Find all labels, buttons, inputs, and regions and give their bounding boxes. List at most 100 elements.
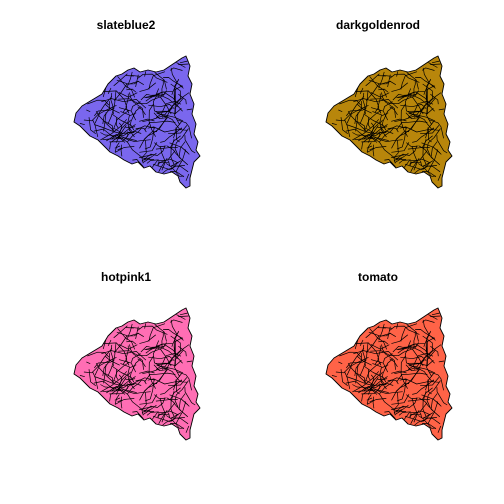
district-boundary [331, 375, 337, 378]
district-boundary [400, 71, 418, 90]
district-boundary [340, 369, 348, 386]
district-boundary [430, 345, 439, 357]
district-boundary [184, 135, 196, 154]
district-boundary [393, 397, 418, 414]
panel-title: hotpink1 [101, 270, 151, 284]
district-boundary [406, 394, 418, 400]
district-boundary [366, 397, 373, 401]
district-boundary [415, 329, 435, 339]
choropleth-map [73, 55, 201, 189]
district-boundary [409, 410, 431, 417]
district-boundary [365, 325, 380, 339]
district-boundary [178, 315, 189, 317]
district-boundary [175, 401, 187, 424]
district-boundary [111, 114, 130, 140]
district-boundary [409, 359, 425, 365]
district-boundary [163, 329, 183, 339]
district-boundary [425, 331, 435, 364]
district-boundary [420, 377, 440, 387]
district-boundary [102, 87, 107, 98]
district-boundary [396, 94, 424, 115]
district-boundary [403, 402, 428, 420]
map-panel-4: tomato [252, 252, 504, 504]
district-boundary [125, 345, 130, 366]
district-boundary [428, 373, 434, 395]
district-boundary [101, 98, 147, 109]
district-boundary [179, 60, 188, 64]
district-boundary [331, 123, 337, 126]
district-boundary [438, 108, 445, 111]
district-boundary [176, 121, 182, 143]
district-boundary [141, 140, 147, 164]
district-boundary [186, 360, 193, 363]
district-boundary [431, 60, 440, 64]
district-boundary [400, 104, 408, 137]
district-boundary [398, 411, 411, 416]
district-boundary [143, 404, 157, 413]
district-boundary [368, 369, 371, 381]
district-boundary [384, 159, 396, 168]
district-boundary [118, 350, 139, 356]
district-boundary [174, 85, 183, 91]
district-boundary [430, 315, 441, 317]
district-boundary [430, 393, 441, 418]
district-boundary [391, 118, 407, 122]
district-boundary [356, 373, 366, 384]
district-boundary [125, 93, 130, 114]
district-boundary [170, 67, 184, 89]
district-boundary [387, 127, 399, 133]
district-boundary [116, 79, 144, 85]
district-boundary [113, 362, 129, 382]
district-boundary [115, 125, 127, 143]
district-boundaries [331, 60, 448, 181]
district-boundary [101, 350, 147, 361]
district-boundary [155, 147, 178, 150]
district-boundary [396, 120, 428, 131]
district-boundary [399, 126, 434, 133]
district-boundary [143, 152, 157, 161]
district-boundary [398, 88, 412, 99]
district-boundary [174, 102, 181, 125]
district-boundary [356, 121, 366, 132]
district-boundary [168, 412, 171, 419]
district-boundary [430, 63, 441, 65]
district-boundary [160, 127, 183, 143]
district-boundary [141, 392, 147, 416]
district-boundary [153, 91, 179, 104]
district-boundary [152, 93, 166, 118]
district-boundary [135, 379, 147, 385]
district-boundary [421, 67, 435, 71]
district-boundary [420, 160, 423, 167]
district-boundary [365, 362, 381, 382]
district-boundary [107, 339, 112, 346]
district-boundary [185, 173, 190, 181]
choropleth-map [325, 55, 453, 189]
district-boundary [176, 62, 186, 68]
district-boundaries [79, 60, 196, 181]
district-boundary [169, 171, 185, 178]
district-boundary [365, 110, 381, 130]
district-boundary [406, 142, 418, 148]
district-boundary [170, 335, 181, 359]
district-boundary [153, 359, 173, 372]
district-boundary [382, 327, 392, 329]
district-boundary [381, 344, 396, 370]
district-boundary [137, 90, 167, 105]
district-boundary [363, 113, 387, 131]
district-boundary [178, 393, 189, 418]
district-boundary [407, 147, 430, 150]
district-boundary [120, 144, 123, 157]
district-boundary [365, 80, 391, 102]
district-boundary [376, 376, 388, 381]
district-boundary [391, 142, 410, 153]
district-boundary [170, 83, 181, 107]
district-boundary [367, 377, 379, 395]
district-boundary [142, 115, 169, 123]
district-boundary [157, 413, 160, 419]
district-boundary [148, 104, 156, 137]
district-boundary [430, 141, 441, 166]
district-boundary [127, 119, 133, 132]
district-boundary [155, 399, 178, 402]
district-boundary [366, 142, 372, 153]
district-boundary [152, 345, 166, 370]
